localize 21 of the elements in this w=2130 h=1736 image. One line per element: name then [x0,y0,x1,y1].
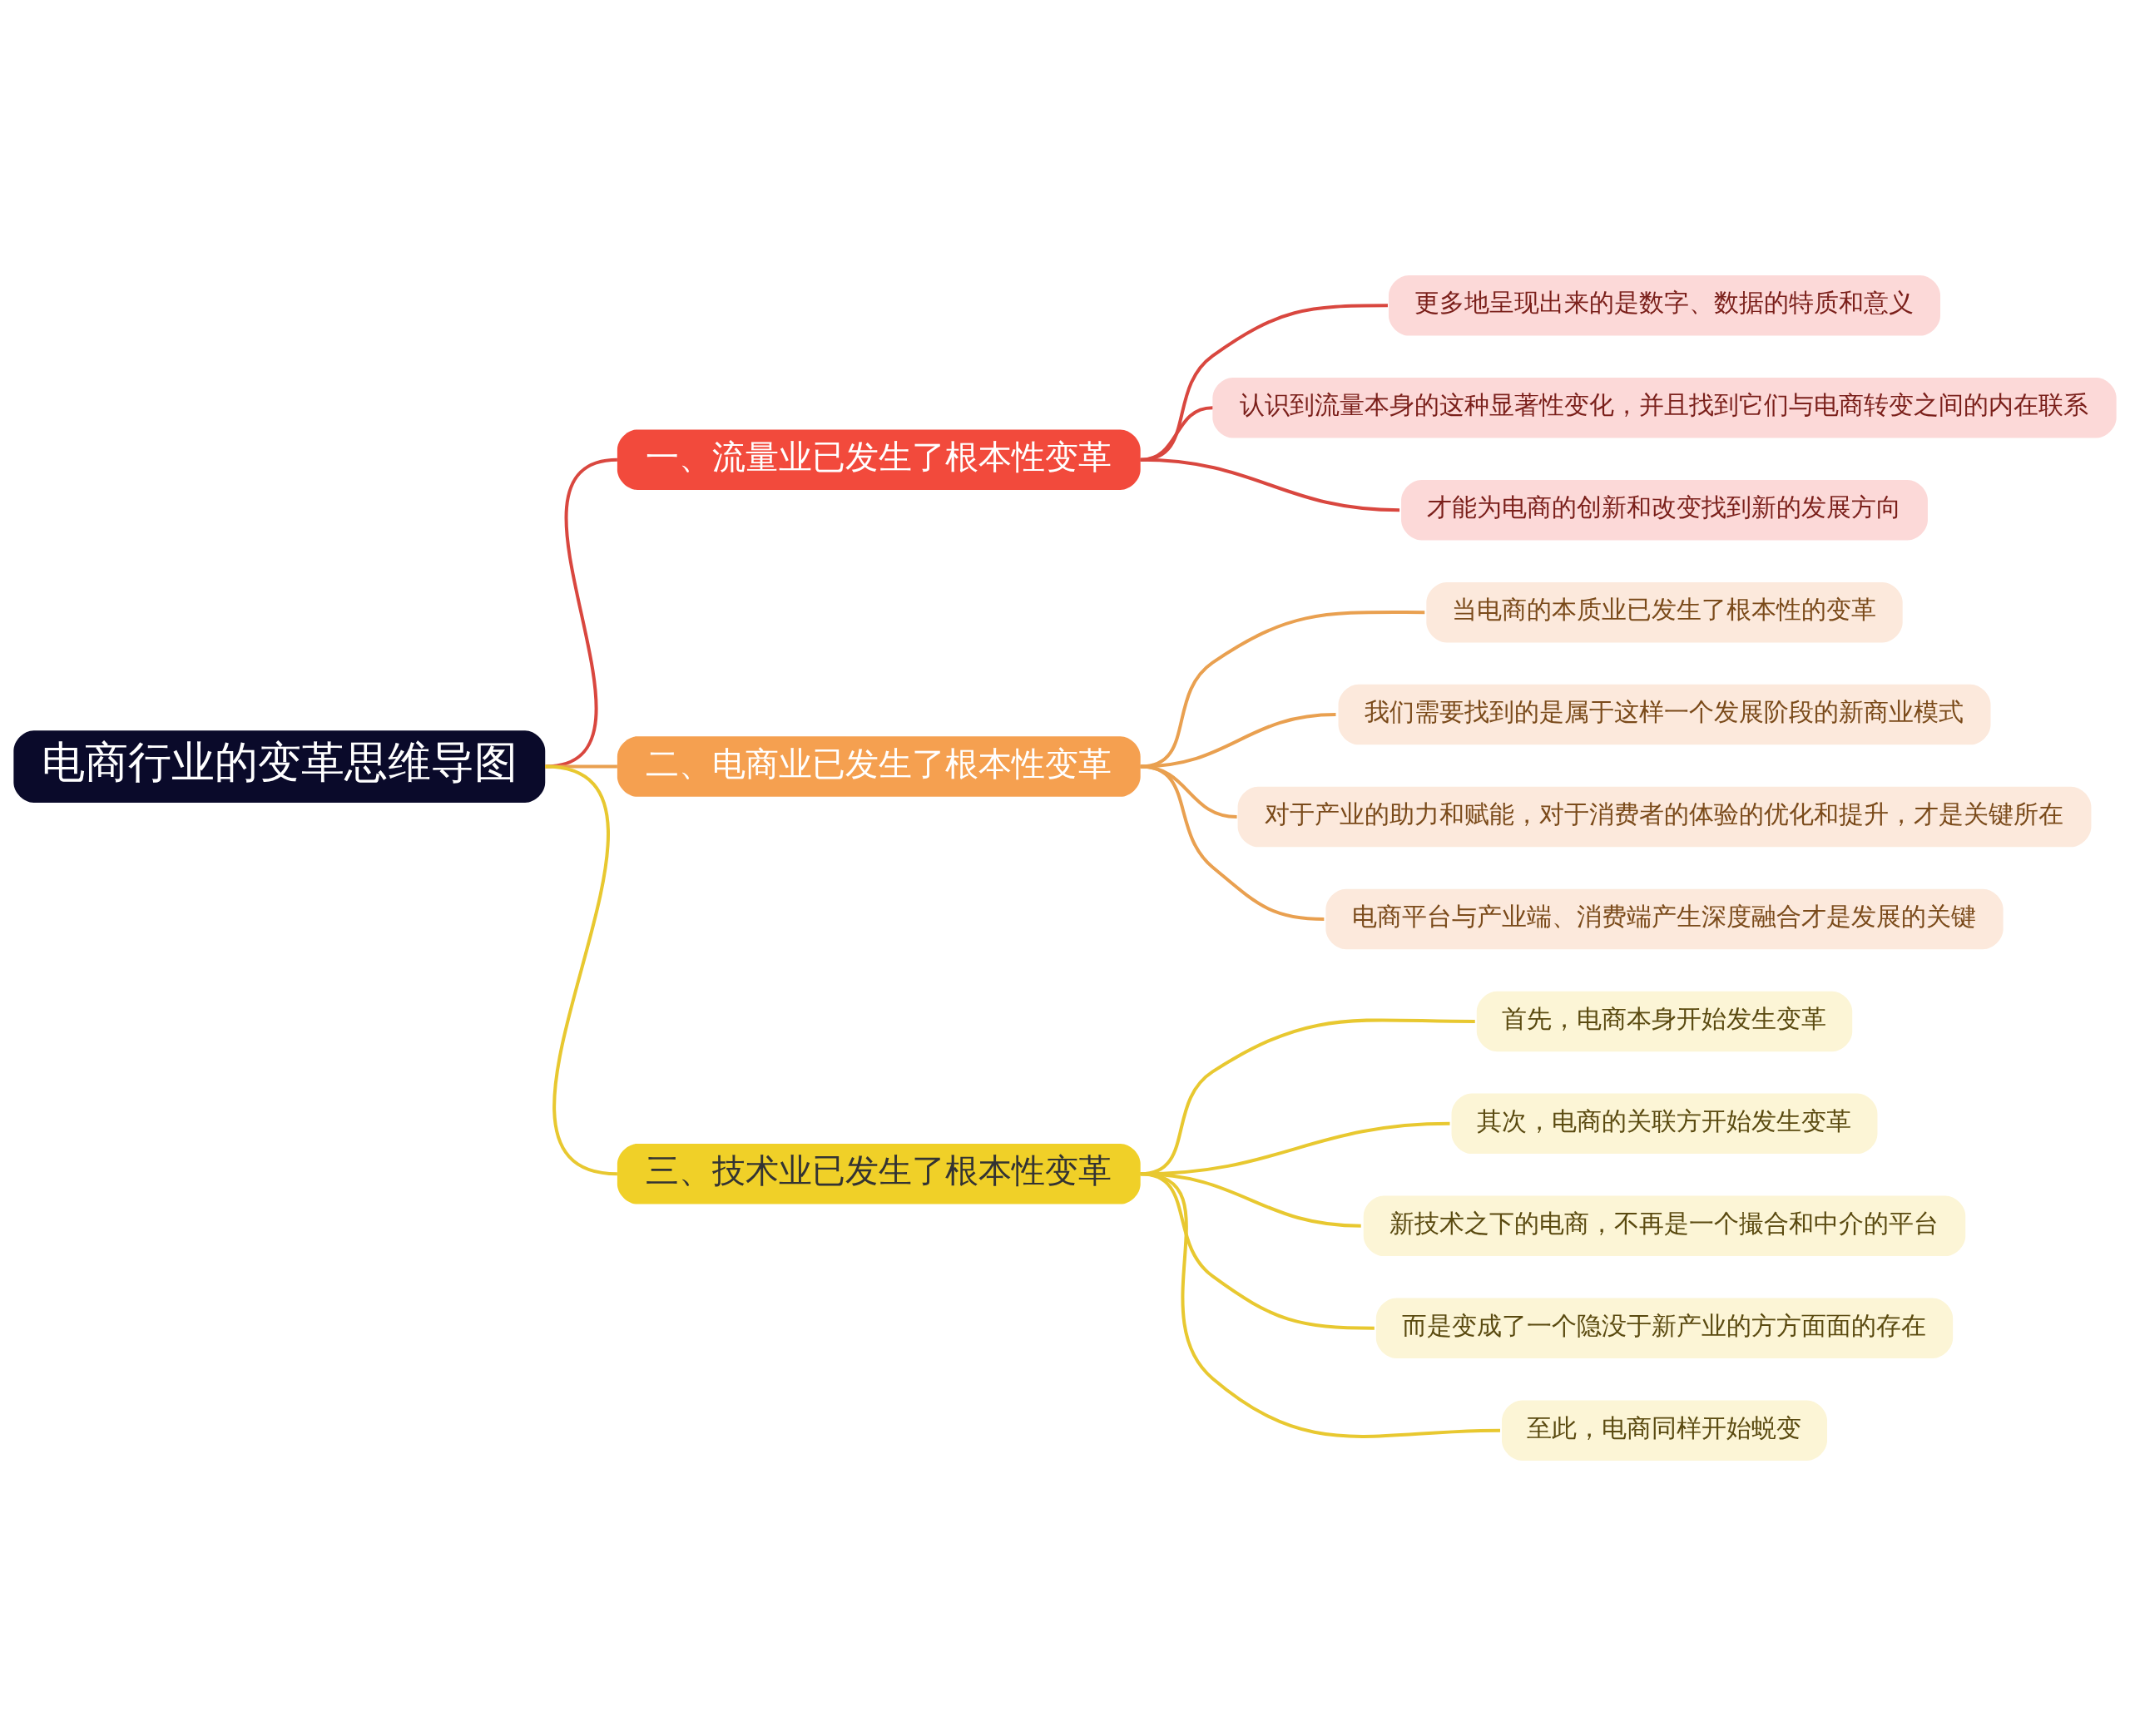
connector [1140,611,1425,769]
node-box: 对于产业的助力和赋能，对于消费者的体验的优化和提升，才是关键所在 [1237,786,2092,848]
node-box: 新技术之下的电商，不再是一个撮合和中介的平台 [1363,1195,1966,1257]
node-box: 认识到流量本身的这种显著性变化，并且找到它们与电商转变之间的内在联系 [1212,378,2117,438]
node-box: 其次，电商的关联方开始发生变革 [1451,1093,1878,1155]
node-box: 至此，电商同样开始蜕变 [1502,1400,1827,1461]
connector [1140,713,1336,769]
node-box: 电商行业的变革思维导图 [13,730,546,803]
node-box: 才能为电商的创新和改变找到新的发展方向 [1401,479,1928,541]
node-box: 当电商的本质业已发生了根本性的变革 [1426,581,1903,643]
connector [1140,764,1325,921]
node-box: 我们需要找到的是属于这样一个发展阶段的新商业模式 [1338,684,1991,745]
node-box: 首先，电商本身开始发生变革 [1476,991,1853,1052]
node-box: 三、技术业已发生了根本性变革 [617,1144,1141,1204]
node-box: 更多地呈现出来的是数字、数据的特质和意义 [1388,275,1941,336]
connector [1140,1172,1501,1438]
node-box: 而是变成了一个隐没于新产业的方方面面的存在 [1375,1298,1954,1358]
node-box: 电商平台与产业端、消费端产生深度融合才是发展的关键 [1325,888,2004,950]
node-box: 二、电商业已发生了根本性变革 [617,736,1141,797]
connector [1140,457,1400,512]
node-box: 一、流量业已发生了根本性变革 [617,429,1141,491]
